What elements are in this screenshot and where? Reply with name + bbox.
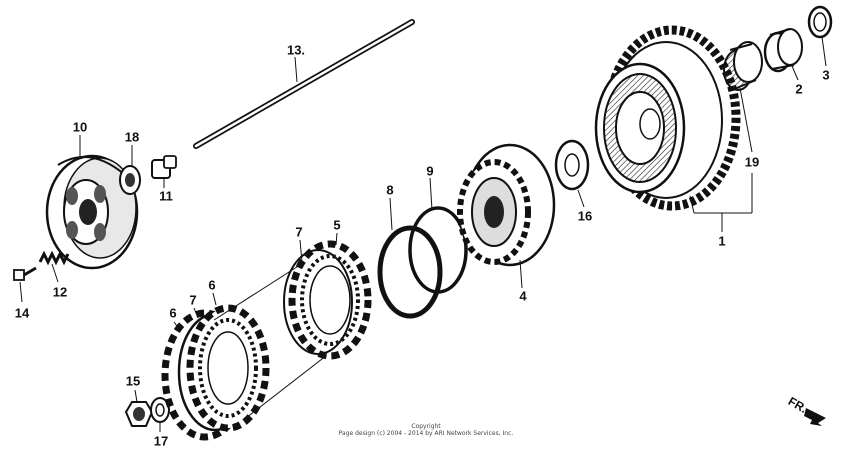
part-10-pressure-plate bbox=[45, 154, 139, 270]
copyright-notice: Copyright Page design (c) 2004 - 2014 by… bbox=[339, 423, 514, 437]
part-6-7-front-disc-stack bbox=[161, 304, 270, 441]
part-5-7-middle-disc-pair bbox=[213, 240, 372, 419]
part-label-16: 16 bbox=[577, 208, 593, 224]
part-11-lifter-piece bbox=[151, 155, 177, 179]
front-direction-arrow-icon bbox=[804, 408, 826, 426]
part-8-spring-seat bbox=[377, 225, 443, 319]
part-label-4: 4 bbox=[519, 288, 527, 304]
part-label-10: 10 bbox=[72, 119, 88, 135]
part-label-18: 18 bbox=[124, 129, 140, 145]
part-label-3: 3 bbox=[822, 67, 830, 83]
part-label-7a: 7 bbox=[189, 292, 197, 308]
part-label-11: 11 bbox=[159, 188, 173, 204]
part-13-push-rod bbox=[193, 19, 415, 149]
part-label-9: 9 bbox=[426, 163, 434, 179]
part-label-5: 5 bbox=[333, 217, 341, 233]
part-label-14: 14 bbox=[14, 305, 30, 321]
part-14-bolt bbox=[13, 266, 37, 281]
part-17-washer bbox=[150, 397, 170, 423]
part-label-2: 2 bbox=[795, 81, 803, 97]
part-label-15: 15 bbox=[125, 373, 141, 389]
part-label-6b: 6 bbox=[208, 277, 216, 293]
copyright-line-1: Copyright bbox=[411, 423, 441, 430]
part-19-needle-bearing bbox=[723, 41, 763, 91]
part-9-judder-spring bbox=[408, 206, 468, 294]
part-label-7b: 7 bbox=[295, 224, 303, 240]
part-4-clutch-center bbox=[457, 143, 556, 267]
part-label-19: 19 bbox=[744, 154, 760, 170]
part-label-6a: 6 bbox=[169, 305, 177, 321]
part-1-clutch-outer bbox=[594, 25, 741, 211]
part-label-13: 13. bbox=[286, 42, 306, 58]
part-label-1: 1 bbox=[718, 233, 726, 249]
part-label-8: 8 bbox=[386, 182, 394, 198]
part-15-lock-nut bbox=[124, 401, 154, 427]
part-12-clutch-spring bbox=[38, 250, 70, 266]
part-label-12: 12 bbox=[52, 284, 68, 300]
part-18-bearing bbox=[119, 165, 141, 195]
part-label-17: 17 bbox=[153, 433, 169, 449]
leader-lines bbox=[19, 36, 827, 432]
part-2-collar bbox=[763, 28, 803, 73]
part-16-thrust-washer bbox=[554, 139, 590, 191]
copyright-line-2: Page design (c) 2004 - 2014 by ARI Netwo… bbox=[338, 430, 514, 437]
part-3-thrust-washer bbox=[807, 5, 833, 39]
